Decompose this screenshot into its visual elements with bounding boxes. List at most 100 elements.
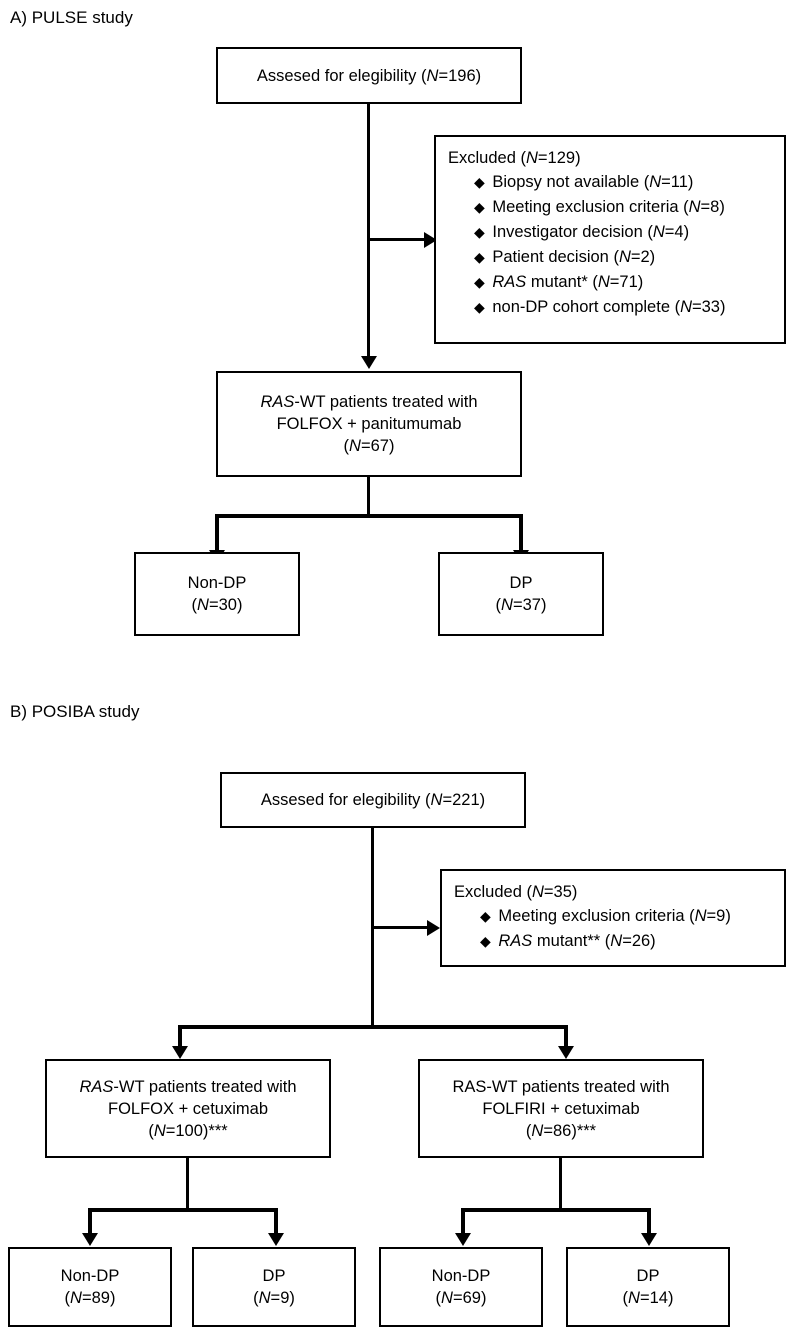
connector-a-excluded bbox=[367, 238, 427, 241]
n-symbol: N bbox=[426, 66, 439, 85]
node-a-treated-line1: -WT patients treated with bbox=[294, 393, 478, 411]
node-a-excluded-n: 129 bbox=[547, 149, 576, 167]
diamond-bullet-icon: ◆ bbox=[480, 933, 491, 949]
node-a-assessed-label: Assesed for elegibility bbox=[256, 66, 417, 85]
connector-b-split-left bbox=[178, 1025, 182, 1053]
node-b-outcome-4-text: DP (N=14) bbox=[568, 1265, 728, 1309]
diamond-bullet-icon: ◆ bbox=[480, 908, 491, 924]
node-a-treated: RAS-WT patients treated with FOLFOX + pa… bbox=[216, 371, 522, 477]
node-b-excluded-title: Excluded (N=35) bbox=[454, 883, 578, 901]
node-a-excluded-list: ◆ Biopsy not available (N=11) ◆ Meeting … bbox=[448, 170, 776, 320]
node-b-assessed-n: 221 bbox=[452, 791, 480, 809]
connector-b-right-down1 bbox=[461, 1208, 465, 1238]
node-b-outcome-4: DP (N=14) bbox=[566, 1247, 730, 1327]
node-a-outcome-nondp-label: Non-DP bbox=[187, 574, 247, 592]
list-item: ◆ Biopsy not available (N=11) bbox=[474, 173, 694, 191]
diamond-bullet-icon: ◆ bbox=[474, 299, 485, 315]
node-b-arm-folfiri-line2: FOLFIRI + cetuximab bbox=[482, 1099, 640, 1118]
connector-b-excluded bbox=[371, 926, 429, 929]
node-a-outcome-dp-text: DP (N=37) bbox=[440, 572, 602, 616]
connector-b-split-bar bbox=[178, 1025, 568, 1029]
node-b-assessed-text: Assesed for elegibility (N=221) bbox=[260, 791, 486, 809]
arrowhead-b-excluded bbox=[427, 920, 440, 936]
node-a-treated-line2: FOLFOX + panitumumab bbox=[276, 415, 462, 433]
arrowhead-a-excluded bbox=[424, 232, 437, 248]
node-b-arm-folfox-line2: FOLFOX + cetuximab bbox=[107, 1099, 268, 1118]
node-b-arm-folfox-n: 100 bbox=[175, 1121, 203, 1140]
connector-a-split-right bbox=[519, 514, 523, 555]
diamond-bullet-icon: ◆ bbox=[474, 274, 485, 290]
node-b-outcome-2: DP (N=9) bbox=[192, 1247, 356, 1327]
connector-b-right-down2 bbox=[647, 1208, 651, 1238]
node-b-arm-folfiri-text: RAS-WT patients treated with FOLFIRI + c… bbox=[420, 1076, 702, 1142]
node-b-outcome-3-text: Non-DP (N=69) bbox=[381, 1265, 541, 1309]
node-b-arm-folfox-line1: -WT patients treated with bbox=[113, 1077, 297, 1096]
node-a-excluded-title: Excluded (N=129) bbox=[448, 149, 581, 167]
list-item: ◆ Patient decision (N=2) bbox=[474, 248, 656, 266]
list-item: ◆ Meeting exclusion criteria (N=8) bbox=[474, 198, 725, 216]
node-b-outcome-1-text: Non-DP (N=89) bbox=[10, 1265, 170, 1309]
node-a-treated-n: 67 bbox=[370, 437, 389, 455]
connector-b-left-down2 bbox=[274, 1208, 278, 1238]
node-a-outcome-dp: DP (N=37) bbox=[438, 552, 604, 636]
node-b-arm-folfiri-line1: RAS-WT patients treated with bbox=[452, 1077, 670, 1096]
arrowhead-b-out2 bbox=[268, 1233, 284, 1246]
node-b-outcome-2-label: DP bbox=[262, 1267, 286, 1285]
gene-name-ras: RAS bbox=[79, 1077, 114, 1096]
node-a-outcome-nondp: Non-DP (N=30) bbox=[134, 552, 300, 636]
node-b-excluded-list: ◆ Meeting exclusion criteria (N=9) ◆ RAS… bbox=[454, 904, 776, 954]
diamond-bullet-icon: ◆ bbox=[474, 249, 485, 265]
diamond-bullet-icon: ◆ bbox=[474, 199, 485, 215]
node-b-outcome-4-label: DP bbox=[636, 1267, 660, 1285]
connector-b-right-stem bbox=[559, 1158, 562, 1211]
node-b-assessed: Assesed for elegibility (N=221) bbox=[220, 772, 526, 828]
node-b-assessed-label: Assesed for elegibility bbox=[260, 791, 421, 809]
list-item: ◆ Investigator decision (N=4) bbox=[474, 223, 690, 241]
connector-b-split-right bbox=[564, 1025, 568, 1053]
node-b-outcome-1-label: Non-DP bbox=[60, 1267, 120, 1285]
connector-a-split-stem bbox=[367, 477, 370, 517]
diamond-bullet-icon: ◆ bbox=[474, 174, 485, 190]
node-b-excluded-n: 35 bbox=[553, 883, 572, 901]
node-b-outcome-1-n: 89 bbox=[91, 1289, 110, 1307]
node-b-arm-folfiri: RAS-WT patients treated with FOLFIRI + c… bbox=[418, 1059, 704, 1158]
arrowhead-b-out3 bbox=[455, 1233, 471, 1246]
node-a-treated-text: RAS-WT patients treated with FOLFOX + pa… bbox=[218, 391, 520, 457]
node-a-outcome-dp-n: 37 bbox=[522, 596, 541, 614]
connector-a-trunk bbox=[367, 104, 370, 360]
node-b-excluded: Excluded (N=35) ◆ Meeting exclusion crit… bbox=[440, 869, 786, 967]
panel-b-label: B) POSIBA study bbox=[10, 702, 140, 721]
node-b-outcome-3-label: Non-DP bbox=[431, 1267, 491, 1285]
node-a-excluded: Excluded (N=129) ◆ Biopsy not available … bbox=[434, 135, 786, 344]
connector-b-left-bar bbox=[88, 1208, 278, 1212]
node-a-assessed-n: 196 bbox=[448, 66, 476, 85]
connector-b-right-bar bbox=[461, 1208, 651, 1212]
node-b-outcome-2-text: DP (N=9) bbox=[194, 1265, 354, 1309]
arrowhead-b-out4 bbox=[641, 1233, 657, 1246]
node-a-excluded-content: Excluded (N=129) ◆ Biopsy not available … bbox=[436, 137, 784, 328]
node-b-arm-folfox-footnote: *** bbox=[208, 1121, 228, 1140]
arrowhead-b-arm-right bbox=[558, 1046, 574, 1059]
node-a-outcome-nondp-text: Non-DP (N=30) bbox=[136, 572, 298, 616]
node-b-outcome-3: Non-DP (N=69) bbox=[379, 1247, 543, 1327]
node-a-outcome-dp-label: DP bbox=[509, 574, 533, 592]
node-a-assessed-text: Assesed for elegibility (N=196) bbox=[256, 66, 482, 85]
connector-a-split-bar bbox=[215, 514, 523, 518]
node-a-assessed: Assesed for elegibility (N=196) bbox=[216, 47, 522, 104]
list-item: ◆ Meeting exclusion criteria (N=9) bbox=[480, 907, 731, 925]
list-item: ◆ RAS mutant** (N=26) bbox=[480, 932, 656, 950]
node-b-arm-folfiri-footnote: *** bbox=[576, 1121, 597, 1140]
arrowhead-b-out1 bbox=[82, 1233, 98, 1246]
gene-name-ras: RAS bbox=[260, 393, 295, 411]
connector-b-left-stem bbox=[186, 1158, 189, 1211]
node-b-outcome-2-n: 9 bbox=[280, 1289, 290, 1307]
connector-a-split-left bbox=[215, 514, 219, 555]
connector-b-left-down1 bbox=[88, 1208, 92, 1238]
list-item: ◆ RAS mutant* (N=71) bbox=[474, 273, 644, 291]
node-b-outcome-1: Non-DP (N=89) bbox=[8, 1247, 172, 1327]
node-b-outcome-4-n: 14 bbox=[649, 1289, 668, 1307]
list-item: ◆ non-DP cohort complete (N=33) bbox=[474, 298, 726, 316]
node-b-arm-folfox: RAS-WT patients treated with FOLFOX + ce… bbox=[45, 1059, 331, 1158]
node-b-excluded-content: Excluded (N=35) ◆ Meeting exclusion crit… bbox=[442, 871, 784, 962]
